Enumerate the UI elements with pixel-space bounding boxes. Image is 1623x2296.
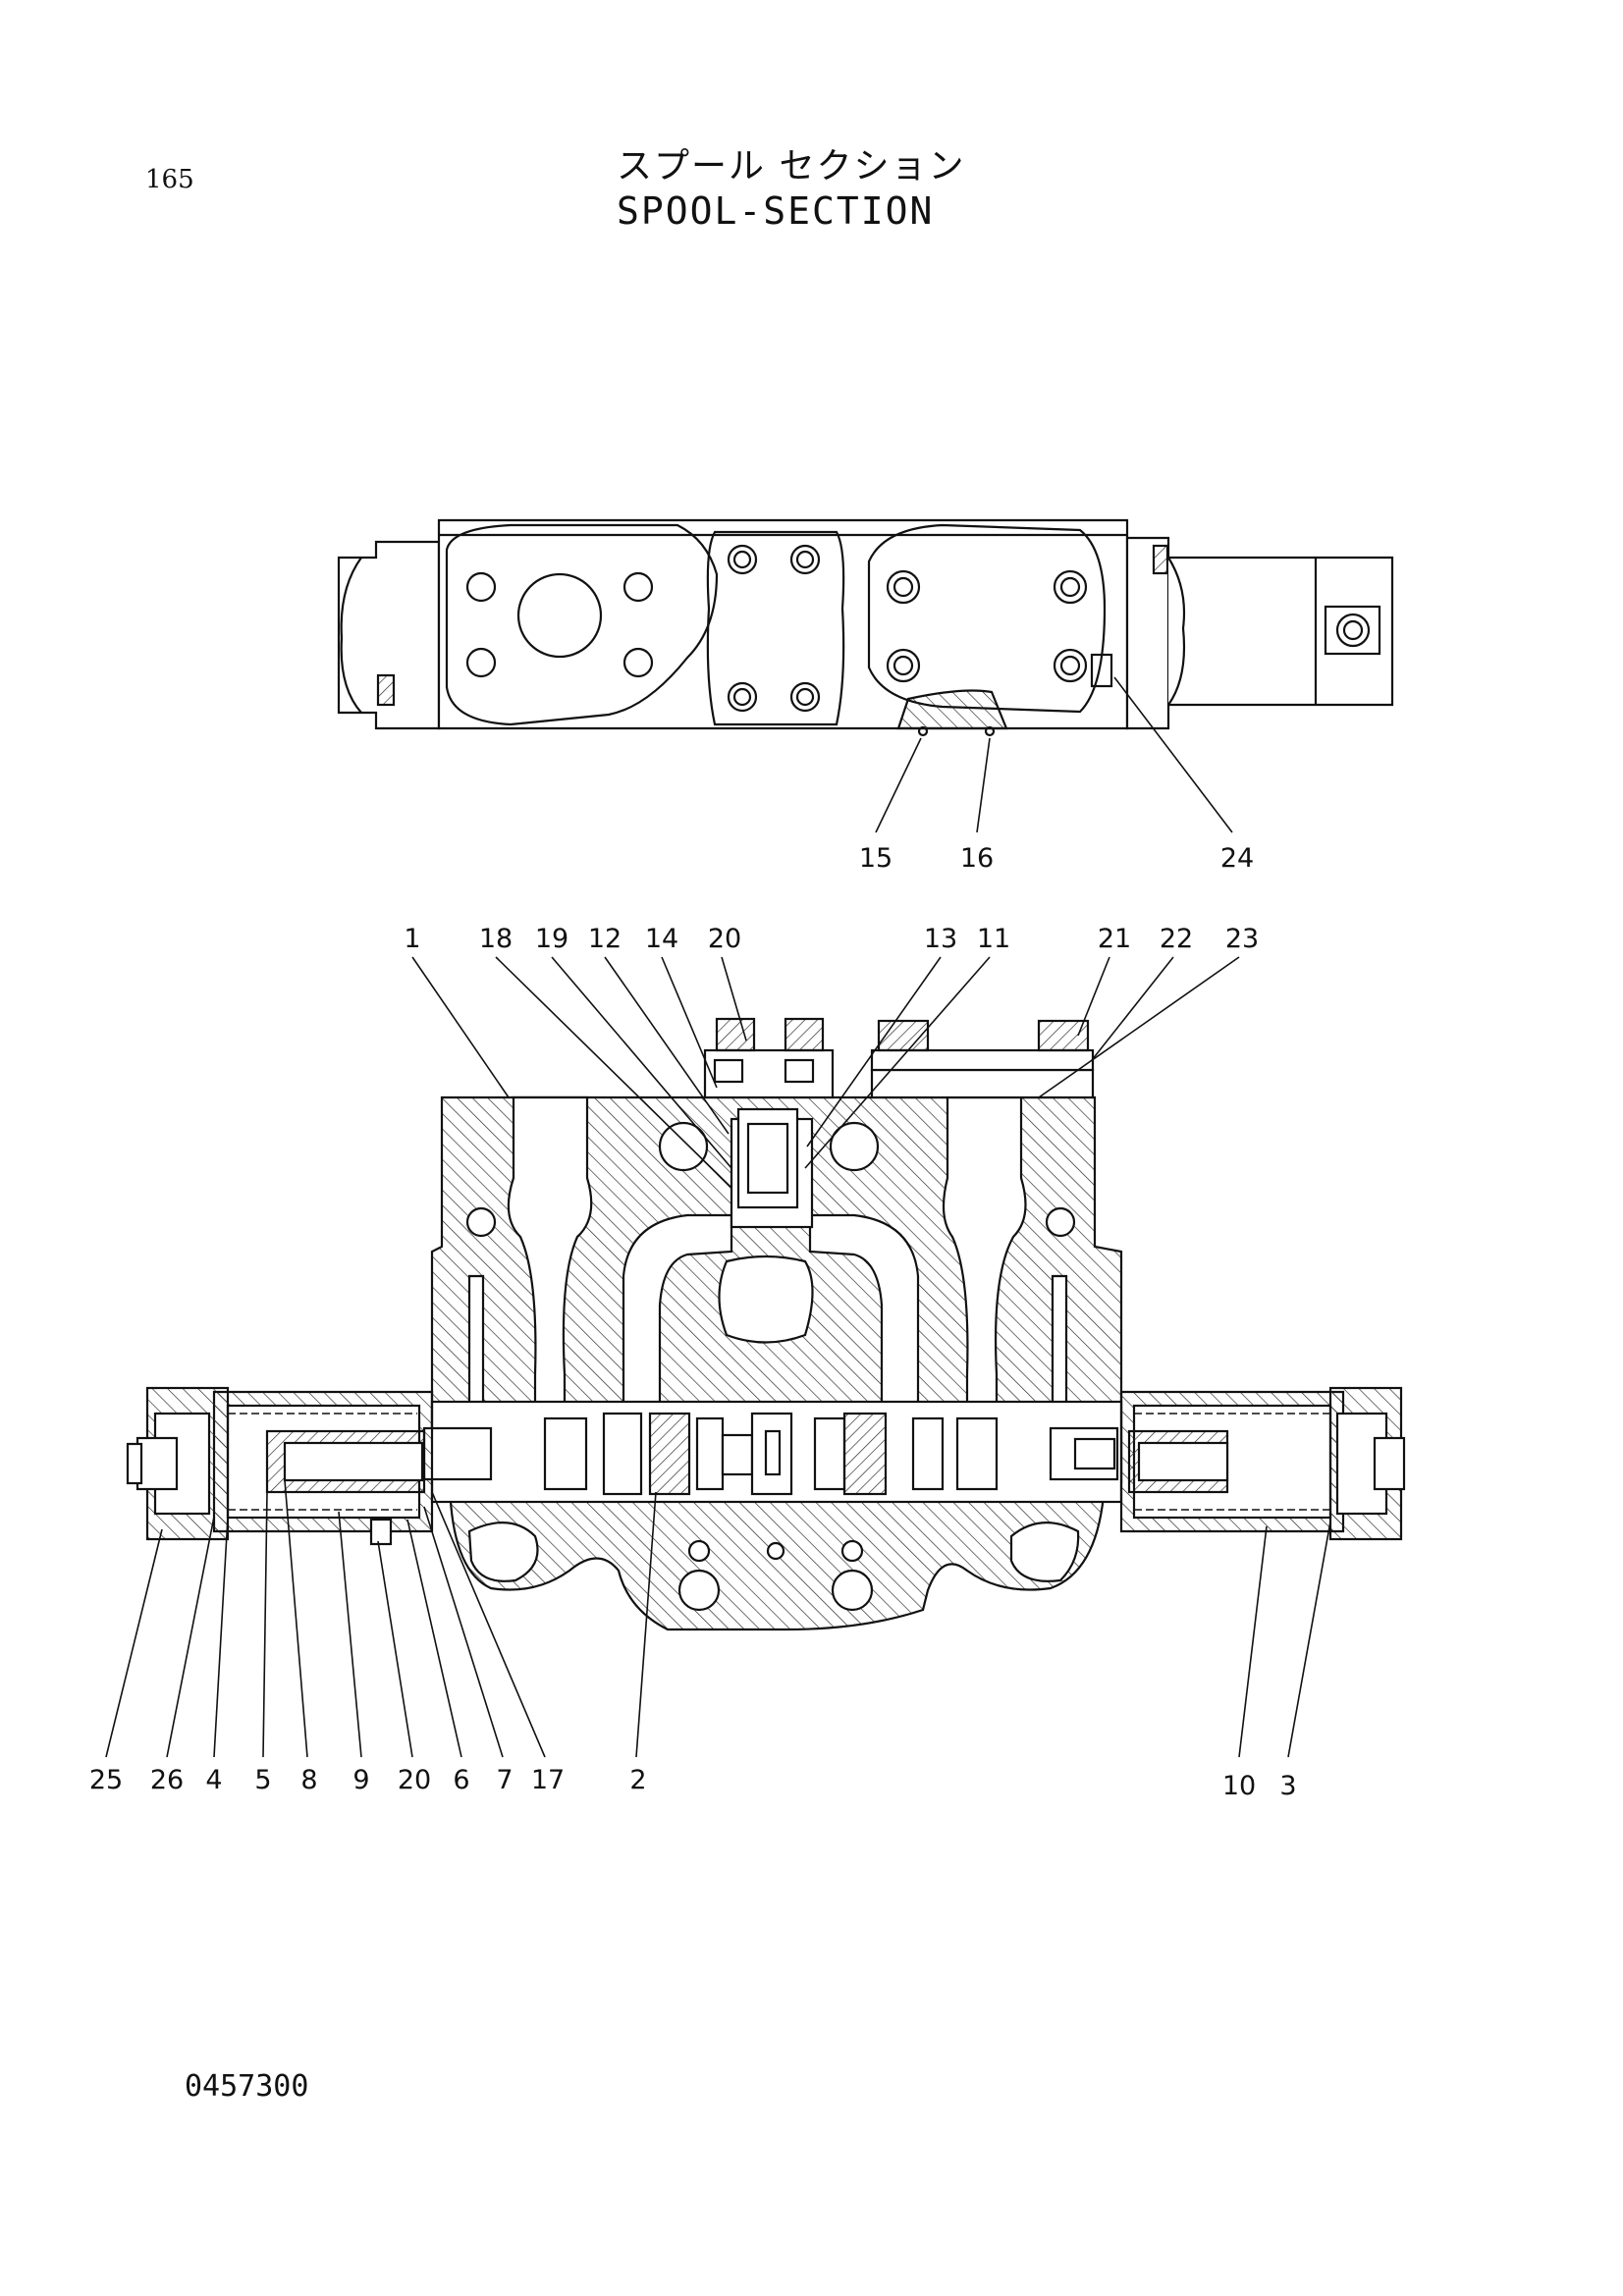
callout-26: 26 xyxy=(150,1765,184,1795)
callout-22: 22 xyxy=(1160,924,1193,954)
callout-20-top: 20 xyxy=(708,924,741,954)
callout-1: 1 xyxy=(404,924,420,954)
right-spring-cap xyxy=(1119,1386,1406,1541)
callout-11: 11 xyxy=(977,924,1010,954)
section-leaders xyxy=(105,956,1331,1758)
callout-5: 5 xyxy=(254,1765,271,1795)
callout-20-bottom: 20 xyxy=(398,1765,431,1795)
callout-8: 8 xyxy=(300,1765,317,1795)
section-top-blocks xyxy=(703,1017,1095,1209)
callout-15: 15 xyxy=(859,843,893,874)
top-view xyxy=(337,518,1394,737)
callout-2: 2 xyxy=(629,1765,646,1795)
callout-19: 19 xyxy=(535,924,568,954)
title-english: SPOOL-SECTION xyxy=(617,189,935,233)
callout-25: 25 xyxy=(89,1765,123,1795)
callout-13: 13 xyxy=(924,924,957,954)
callout-4: 4 xyxy=(205,1765,222,1795)
title-japanese: スプール セクション xyxy=(617,146,966,187)
left-spring-cap xyxy=(126,1386,434,1546)
section-top-callouts: 1 18 19 12 14 20 13 11 21 22 23 xyxy=(404,924,1259,954)
callout-12: 12 xyxy=(588,924,622,954)
callout-9: 9 xyxy=(352,1765,369,1795)
callout-24: 24 xyxy=(1220,843,1254,874)
callout-3: 3 xyxy=(1279,1771,1296,1801)
page-number: 165 xyxy=(145,165,194,194)
callout-6: 6 xyxy=(453,1765,469,1795)
callout-21: 21 xyxy=(1098,924,1131,954)
callout-14: 14 xyxy=(645,924,678,954)
drawing-number: 0457300 xyxy=(185,2069,309,2104)
callout-16: 16 xyxy=(960,843,994,874)
callout-10: 10 xyxy=(1222,1771,1256,1801)
callout-7: 7 xyxy=(496,1765,513,1795)
top-view-callouts: 15 16 24 xyxy=(859,843,1254,874)
callout-17: 17 xyxy=(531,1765,565,1795)
top-view-leaders xyxy=(875,676,1233,833)
section-bottom-callouts: 25 26 4 5 8 9 20 6 7 17 2 10 3 xyxy=(89,1765,1297,1801)
callout-23: 23 xyxy=(1225,924,1259,954)
callout-18: 18 xyxy=(479,924,513,954)
